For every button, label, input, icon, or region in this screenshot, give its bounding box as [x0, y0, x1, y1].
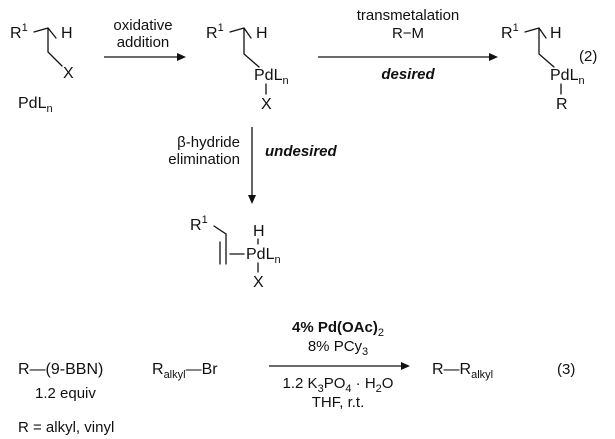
- oxidative-addition-intermediate: R1 H PdLn X: [206, 22, 289, 113]
- starting-alkyl-halide: R1 H X PdLn: [10, 22, 74, 115]
- step-label-reagent: R−M: [392, 25, 424, 42]
- atom-x: X: [261, 96, 272, 113]
- arrow-transmetalation: transmetalation R−M desired: [318, 7, 498, 83]
- beta-hydride-side-product: R1 PdLn H X: [190, 214, 281, 291]
- organoborane-equiv: 1.2 equiv: [35, 385, 96, 402]
- bond: [524, 27, 555, 68]
- coupling-product: R—Ralkyl: [432, 361, 493, 381]
- atom-h: H: [61, 25, 73, 42]
- atom-r1: R1: [10, 22, 28, 42]
- step-label-desired: desired: [381, 66, 435, 83]
- arrow-beta-hydride-elimination: β-hydride elimination undesired: [168, 127, 338, 204]
- equation-number-3: (3): [557, 361, 575, 378]
- atom-pdln: PdLn: [254, 67, 289, 87]
- step-label-line1: β-hydride: [177, 134, 240, 151]
- reagent-alkyl-bromide: Ralkyl—Br: [152, 361, 218, 381]
- atom-x: X: [63, 65, 74, 82]
- bond: [213, 225, 227, 265]
- bond: [33, 27, 63, 67]
- atom-h: H: [253, 223, 265, 240]
- atom-r1: R1: [501, 22, 519, 42]
- reagent-organoborane: R—(9-BBN) 1.2 equiv: [18, 361, 103, 402]
- step-label-undesired: undesired: [265, 143, 338, 160]
- condition-catalyst: 4% Pd(OAc)2: [292, 319, 384, 339]
- arrow-suzuki-coupling: 4% Pd(OAc)2 8% PCy3 1.2 K3PO4 · H2O THF,…: [269, 319, 410, 411]
- step-label-line2: addition: [117, 34, 170, 51]
- condition-ligand: 8% PCy3: [308, 338, 368, 358]
- atom-pdln: PdLn: [550, 67, 585, 87]
- transmetalation-product: R1 H PdLn R: [501, 22, 585, 113]
- r-group-definition: R = alkyl, vinyl: [18, 419, 114, 436]
- atom-r: R: [556, 96, 568, 113]
- catalyst-pdln: PdLn: [18, 95, 53, 115]
- atom-x: X: [253, 274, 264, 291]
- atom-pdln: PdLn: [246, 246, 281, 266]
- equation-number-2: (2): [579, 48, 597, 65]
- bond: [229, 27, 260, 68]
- step-label-line1: transmetalation: [357, 7, 460, 24]
- atom-r1: R1: [206, 22, 224, 42]
- organoborane-formula: R—(9-BBN): [18, 361, 103, 378]
- condition-solvent-temperature: THF, r.t.: [312, 394, 365, 411]
- condition-base: 1.2 K3PO4 · H2O: [283, 375, 394, 395]
- step-label-line1: oxidative: [113, 17, 172, 34]
- arrow-oxidative-addition: oxidative addition: [104, 17, 186, 61]
- step-label-line2: elimination: [168, 151, 240, 168]
- atom-h: H: [256, 25, 268, 42]
- atom-h: H: [550, 25, 562, 42]
- atom-r1: R1: [190, 214, 208, 234]
